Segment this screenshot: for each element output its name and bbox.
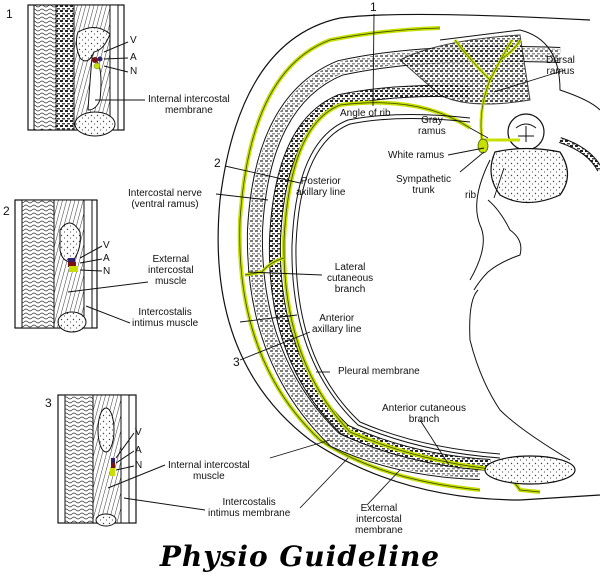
inset-1 <box>27 4 145 137</box>
inset-1-nerve-label: N <box>130 66 138 77</box>
label-sympathetic-trunk: Sympathetic trunk <box>396 174 452 196</box>
label-anterior-axillary-line: Anterior axillary line <box>312 313 362 335</box>
label-external-intercostal-muscle: External intercostal muscle <box>148 254 194 287</box>
inset-3 <box>57 394 206 527</box>
inset-3-artery-label: A <box>135 445 142 456</box>
inset-2-vein-label: V <box>103 240 110 251</box>
section-marker-2: 2 <box>214 156 221 170</box>
label-dorsal-ramus: Dorsal ramus <box>546 55 575 77</box>
label-internal-intercostal-muscle: Internal intercostal muscle <box>168 460 250 482</box>
inset-2 <box>14 199 149 333</box>
watermark-footer: Physio Guideline <box>159 540 441 573</box>
inset-2-artery-label: A <box>103 253 110 264</box>
inset-number-1: 1 <box>6 7 13 21</box>
section-marker-3: 3 <box>233 355 240 369</box>
inset-1-artery-label: A <box>130 52 137 63</box>
leader-lines <box>215 13 566 509</box>
inset-2-nerve-label: N <box>103 266 111 277</box>
label-posterior-axillary-line: Posterior axillary line <box>296 176 346 198</box>
label-intercostalis-intimus-membrane: Intercostalis intimus membrane <box>208 497 291 519</box>
inset-3-nerve-label: N <box>135 460 143 471</box>
thoracic-wall-section <box>217 13 600 501</box>
inset-3-vein-label: V <box>135 427 142 438</box>
label-white-ramus: White ramus <box>388 150 445 161</box>
inset-number-3: 3 <box>45 396 52 410</box>
label-intercostal-nerve: Intercostal nerve (ventral ramus) <box>128 188 202 210</box>
label-gray-ramus: Gray ramus <box>418 115 446 137</box>
section-marker-1: 1 <box>370 0 377 14</box>
label-anterior-cutaneous-branch: Anterior cutaneous branch <box>382 403 466 425</box>
label-lateral-cutaneous-branch: Lateral cutaneous branch <box>327 262 374 295</box>
label-pleural-membrane: Pleural membrane <box>338 366 420 377</box>
inset-number-2: 2 <box>3 204 10 218</box>
inset-1-vein-label: V <box>130 35 137 46</box>
label-intercostalis-intimus-muscle: Intercostalis intimus muscle <box>132 307 199 329</box>
label-internal-intercostal-membrane: Internal intercostal membrane <box>148 94 230 116</box>
label-rib: rib <box>465 190 477 201</box>
label-angle-of-rib: Angle of rib <box>340 108 391 119</box>
label-external-intercostal-membrane: External intercostal membrane <box>355 503 403 536</box>
